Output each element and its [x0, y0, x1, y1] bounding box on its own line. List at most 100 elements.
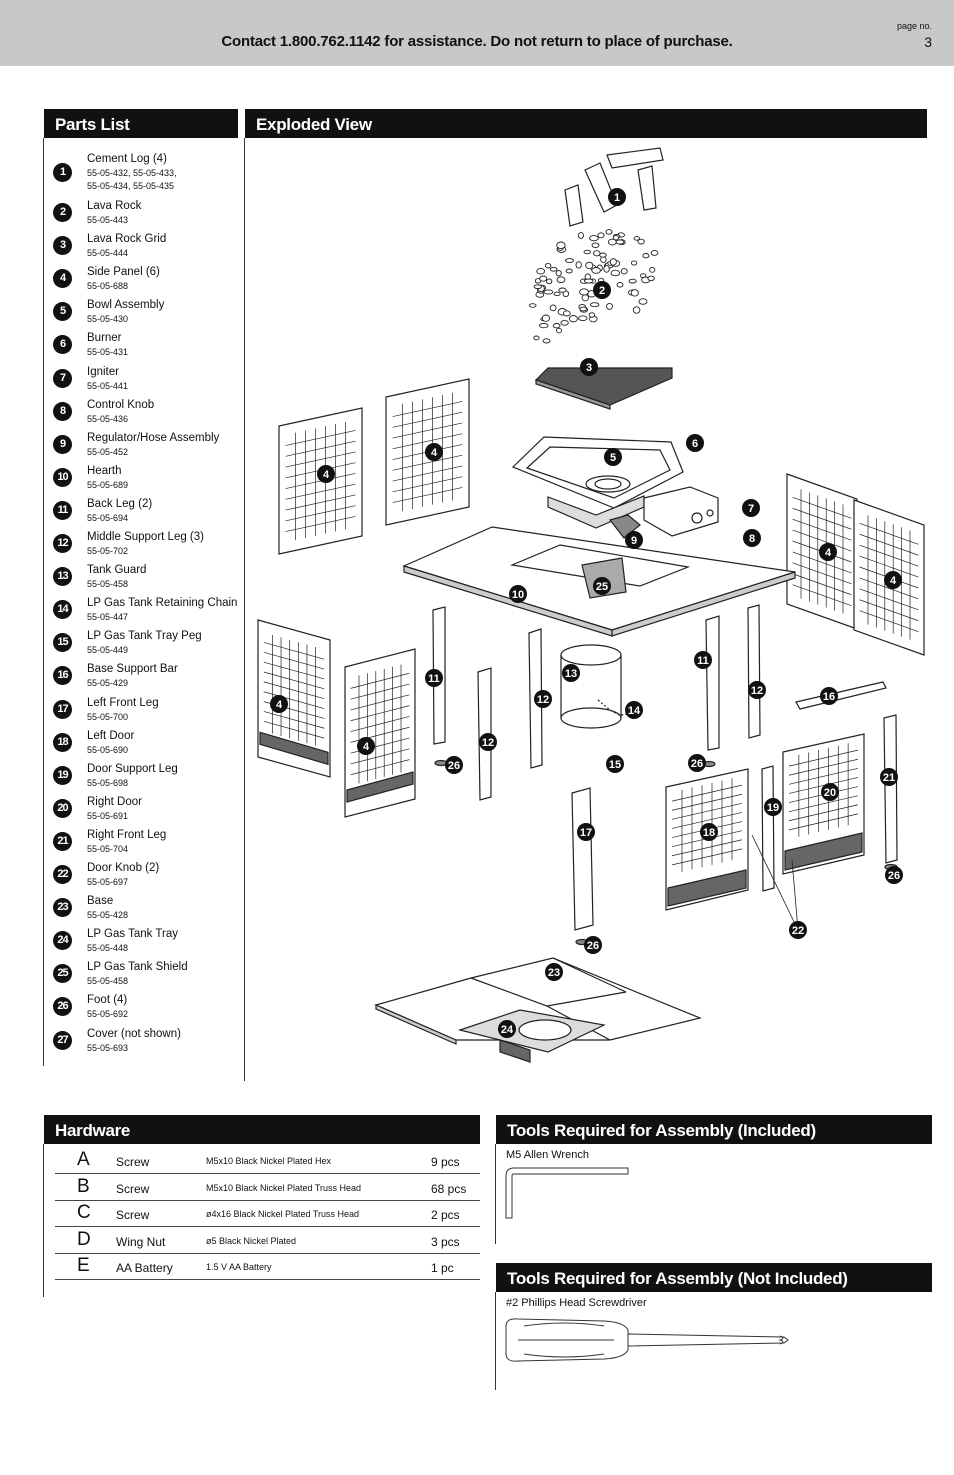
- callout-badge: [819, 543, 837, 561]
- part-code: 55-05-448: [87, 943, 129, 954]
- part-code: 55-05-690: [87, 744, 129, 755]
- cement-log-icon: [564, 147, 664, 227]
- callout-label: 7: [748, 503, 754, 515]
- part-number-badge: 5: [53, 302, 72, 322]
- callout-badge: [608, 188, 626, 206]
- callout-badge: [425, 669, 443, 687]
- side-panel-icon: [344, 648, 416, 818]
- callout-label: 4: [890, 575, 897, 587]
- part-name: Middle Support Leg (3): [87, 531, 204, 543]
- callout-badge: [593, 577, 611, 595]
- hardware-quantity: 68 pcs: [431, 1181, 467, 1196]
- callout-badge: [509, 585, 527, 603]
- top-banner: Contact 1.800.762.1142 for assistance. D…: [0, 0, 954, 66]
- callout-label: 10: [512, 589, 524, 601]
- part-number-badge: 13: [53, 567, 72, 587]
- part-code: 55-05-428: [87, 910, 129, 921]
- parts-list-item: 18 Left Door 55-05-690: [44, 727, 244, 760]
- hardware-letter: B: [77, 1175, 90, 1197]
- callout-badge: [562, 664, 580, 682]
- callout-label: 5: [610, 452, 616, 464]
- callout-badge: [821, 783, 839, 801]
- part-name: Cover (not shown): [87, 1027, 181, 1040]
- part-name: LP Gas Tank Shield: [87, 961, 188, 974]
- tools-not-included-item: #2 Phillips Head Screwdriver: [506, 1297, 647, 1309]
- part-number-badge: 12: [53, 534, 72, 553]
- part-name: Side Panel (6): [87, 266, 160, 279]
- page-number-label: page no.: [896, 21, 932, 31]
- part-number-badge: 20: [53, 798, 72, 818]
- callout-badge: [545, 963, 563, 981]
- callout-badge: [445, 756, 463, 774]
- callout-badge: [742, 499, 760, 517]
- part-name: Right Front Leg: [87, 828, 167, 841]
- callout-badge: [884, 571, 902, 589]
- part-number-badge: 25: [53, 964, 72, 984]
- part-number-badge: 26: [53, 997, 72, 1017]
- part-name: Lava Rock: [87, 200, 142, 212]
- part-name: Door Knob (2): [87, 862, 160, 874]
- part-number-badge: 24: [53, 931, 72, 951]
- callout-label: 14: [628, 705, 641, 717]
- part-name: LP Gas Tank Tray: [87, 928, 178, 941]
- middle-leg-3-icon: [747, 604, 761, 739]
- part-code: 55-05-447: [87, 612, 129, 623]
- part-code: 55-05-432, 55-05-433,: [87, 168, 177, 178]
- callout-label: 11: [697, 655, 709, 667]
- part-name: Foot (4): [87, 994, 128, 1007]
- callout-badge: [317, 465, 335, 483]
- part-code: 55-05-689: [87, 479, 129, 490]
- callout-label: 19: [767, 802, 779, 814]
- callout-badge: [534, 690, 552, 708]
- side-panel-icon: [257, 619, 331, 778]
- callout-badge: [604, 448, 622, 466]
- hardware-letter: C: [77, 1202, 91, 1224]
- callout-label: 24: [501, 1024, 514, 1036]
- part-number-badge: 7: [53, 368, 72, 388]
- part-name: Left Door: [87, 729, 135, 742]
- part-name: LP Gas Tank Tray Peg: [87, 630, 202, 643]
- hardware-quantity: 1 pc: [431, 1261, 454, 1276]
- callout-label: 16: [823, 691, 835, 703]
- part-number-badge: 18: [53, 732, 72, 752]
- callout-label: 26: [888, 870, 900, 882]
- lp-gas-tank-tray-icon: [457, 1009, 606, 1063]
- parts-list-header: Parts List: [44, 109, 238, 138]
- part-name: Base Support Bar: [87, 663, 178, 676]
- part-number-badge: 14: [53, 600, 72, 620]
- part-name: Cement Log (4): [87, 153, 167, 165]
- parts-list-right-rule: [244, 138, 245, 1081]
- callout-label: 4: [276, 699, 283, 711]
- callout-badge: [764, 798, 782, 816]
- part-number-badge: 10: [53, 467, 72, 487]
- hardware-row-divider: [55, 1199, 480, 1201]
- callout-label: 25: [596, 581, 608, 593]
- hardware-row-divider: [55, 1226, 480, 1228]
- right-front-leg-icon: [883, 714, 898, 864]
- tools-not-included-left-rule: [495, 1292, 496, 1390]
- back-leg-right-icon: [705, 615, 720, 751]
- part-number-badge: 19: [53, 765, 72, 785]
- tools-included-header: Tools Required for Assembly (Included): [496, 1115, 932, 1144]
- tank-guard-icon: [560, 644, 631, 729]
- part-number-badge: 11: [53, 500, 72, 520]
- callout-badge: [820, 687, 838, 705]
- hardware-header: Hardware: [44, 1115, 480, 1144]
- part-name: Left Front Leg: [87, 696, 159, 709]
- hardware-quantity: 9 pcs: [431, 1155, 460, 1169]
- callout-badge: [606, 755, 624, 773]
- callout-label: 22: [792, 925, 804, 937]
- part-code: 55-05-452: [87, 446, 129, 457]
- callout-label: 26: [691, 758, 703, 770]
- part-name: Door Support Leg: [87, 762, 178, 775]
